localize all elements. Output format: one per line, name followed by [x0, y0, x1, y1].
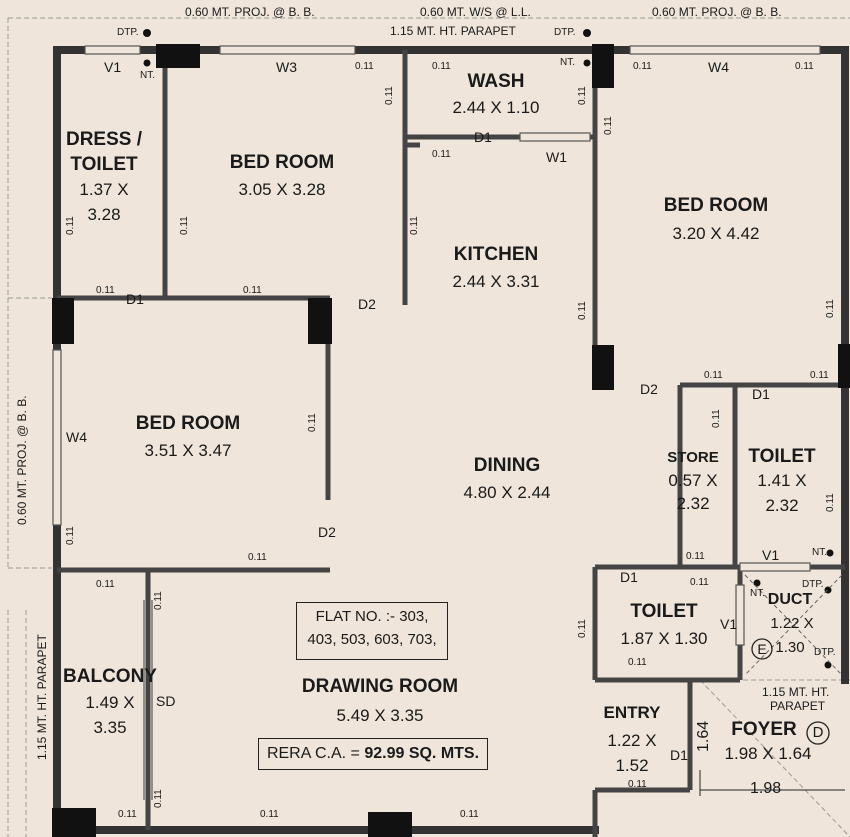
duct-diagonals	[744, 574, 843, 676]
columns	[52, 44, 850, 837]
dimension-ticks	[699, 770, 845, 796]
tag-circles	[751, 638, 830, 745]
windows	[52, 45, 821, 646]
outer-walls	[53, 46, 849, 834]
sliding-door	[143, 600, 153, 800]
inner-walls	[57, 50, 845, 837]
projection-lines	[7, 17, 850, 837]
dtp-markers	[143, 29, 834, 669]
